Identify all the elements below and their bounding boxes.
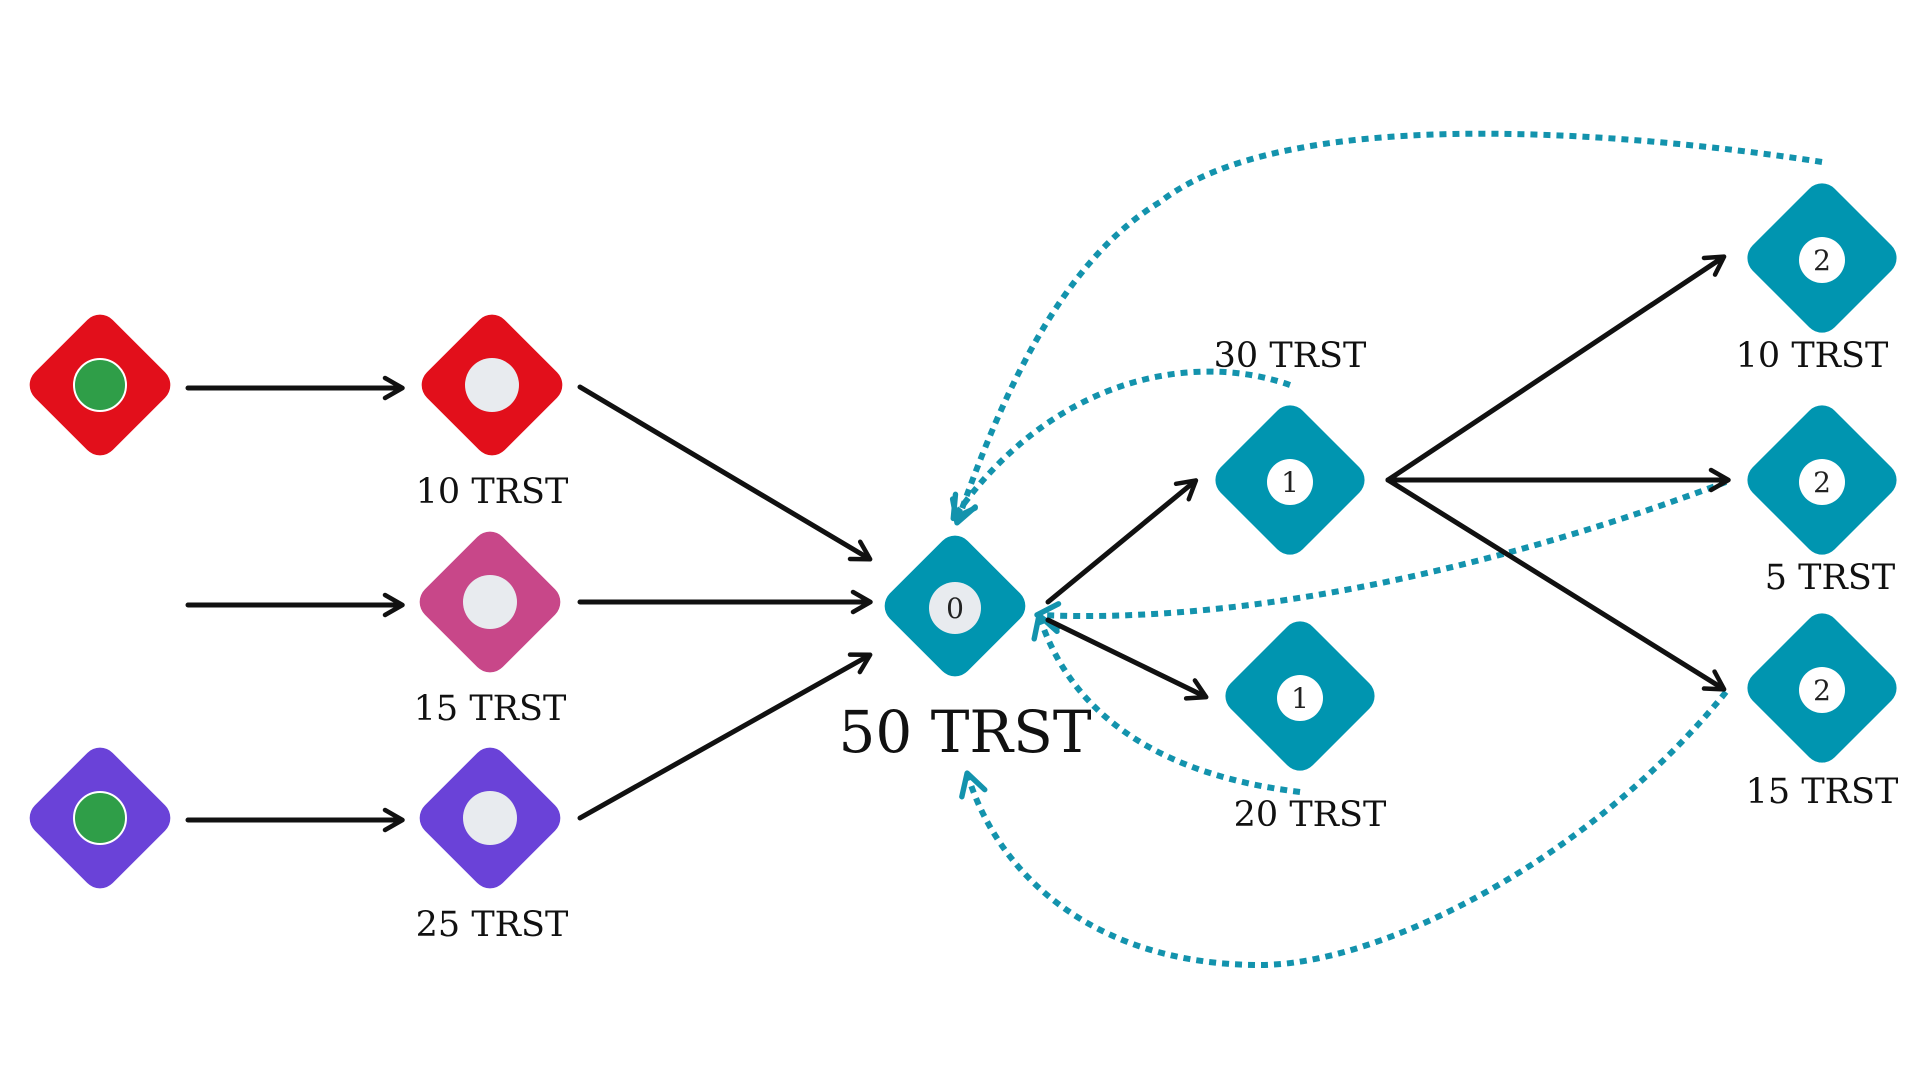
edge-l1-top-to-l2-top bbox=[1385, 254, 1727, 483]
level1-node-top: 1 bbox=[1215, 405, 1365, 555]
return-l1-bottom-to-center bbox=[1031, 612, 1301, 795]
level2-top-number: 2 bbox=[1813, 244, 1831, 277]
center-node-number: 0 bbox=[946, 592, 964, 625]
level2-label-mid: 5 TRST bbox=[1765, 558, 1895, 598]
level1-label-bottom: 20 TRST bbox=[1234, 795, 1387, 835]
level1-top-number: 1 bbox=[1281, 466, 1299, 499]
edge-l1-top-to-l2-bottom bbox=[1385, 477, 1727, 692]
level2-label-top: 10 TRST bbox=[1736, 336, 1889, 376]
level2-label-bottom: 15 TRST bbox=[1746, 772, 1899, 812]
edge-center-to-l1-top bbox=[1045, 478, 1199, 605]
level2-bottom-number: 2 bbox=[1813, 674, 1831, 707]
level1-bottom-number: 1 bbox=[1291, 682, 1309, 715]
level2-node-bottom: 2 bbox=[1747, 613, 1897, 763]
dotted-return-edges bbox=[949, 130, 1823, 969]
center-node: 0 bbox=[884, 535, 1026, 677]
center-node-label: 50 TRST bbox=[838, 698, 1091, 766]
input-label-pink: 15 TRST bbox=[414, 689, 567, 729]
edge-in-purple-to-center bbox=[577, 652, 873, 821]
level2-node-top: 2 bbox=[1747, 183, 1897, 333]
level1-node-bottom: 1 bbox=[1225, 621, 1375, 771]
input-node-purple bbox=[419, 747, 561, 889]
input-label-purple: 25 TRST bbox=[416, 905, 569, 945]
return-l1-top-to-center bbox=[950, 368, 1291, 522]
edge-center-to-l1-bottom bbox=[1045, 617, 1209, 701]
return-l2-top-to-center bbox=[949, 130, 1823, 526]
level2-mid-number: 2 bbox=[1813, 466, 1831, 499]
source-node-red bbox=[29, 314, 171, 456]
source-node-purple bbox=[29, 747, 171, 889]
input-node-red bbox=[421, 314, 563, 456]
solid-flow-edges bbox=[185, 254, 1731, 833]
level1-label-top: 30 TRST bbox=[1214, 336, 1367, 376]
edge-in-red-to-center bbox=[577, 384, 873, 562]
level2-node-mid: 2 bbox=[1747, 405, 1897, 555]
return-l2-mid-to-center bbox=[1034, 479, 1728, 631]
input-label-red: 10 TRST bbox=[416, 472, 569, 512]
input-node-pink bbox=[419, 531, 561, 673]
